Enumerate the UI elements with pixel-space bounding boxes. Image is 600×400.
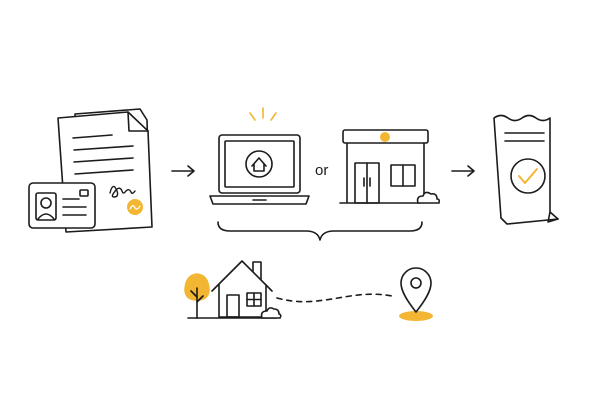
id-card-icon (28, 182, 96, 229)
tree-icon (184, 273, 210, 319)
storefront-icon (339, 129, 441, 204)
grouping-brace (217, 221, 423, 241)
house-icon (187, 260, 282, 319)
location-pin-icon (399, 267, 433, 321)
receipt-check-icon (493, 114, 559, 225)
arrow-right-icon (451, 165, 475, 177)
dashed-route (276, 293, 393, 303)
arrow-right-icon (171, 165, 195, 177)
laptop-online-icon (209, 107, 310, 205)
or-connector-label: or (315, 162, 328, 179)
